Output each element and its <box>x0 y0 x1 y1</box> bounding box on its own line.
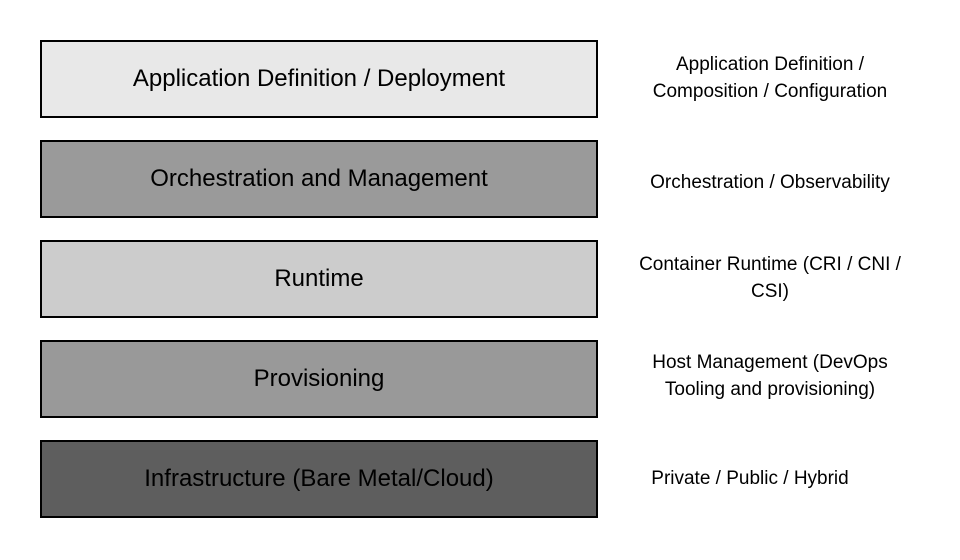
layer-note-infrastructure: Private / Public / Hybrid <box>590 440 910 518</box>
layer-title: Runtime <box>274 264 364 292</box>
layer-box-provisioning: Provisioning <box>40 340 598 418</box>
layer-note-text: Private / Public / Hybrid <box>651 467 849 489</box>
layer-title: Infrastructure (Bare Metal/Cloud) <box>144 464 494 492</box>
layer-note-orchestration: Orchestration / Observability <box>610 144 930 222</box>
layer-note-application-definition: Application Definition / Composition / C… <box>610 40 930 118</box>
layer-note-text: Container Runtime (CRI / CNI / CSI) <box>639 254 901 302</box>
layer-note-text: Application Definition / Composition / C… <box>652 54 888 102</box>
layer-box-infrastructure: Infrastructure (Bare Metal/Cloud) <box>40 440 598 518</box>
layer-note-provisioning: Host Management (DevOps Tooling and prov… <box>610 338 930 416</box>
layer-box-runtime: Runtime <box>40 240 598 318</box>
layer-box-application-definition: Application Definition / Deployment <box>40 40 598 118</box>
layer-box-orchestration: Orchestration and Management <box>40 140 598 218</box>
layer-title: Provisioning <box>253 364 385 392</box>
layer-note-text: Host Management (DevOps Tooling and prov… <box>652 352 888 400</box>
layer-title: Orchestration and Management <box>150 164 488 192</box>
layer-note-text: Orchestration / Observability <box>650 171 890 193</box>
layer-title: Application Definition / Deployment <box>132 64 506 92</box>
layer-note-runtime: Container Runtime (CRI / CNI / CSI) <box>610 240 930 318</box>
